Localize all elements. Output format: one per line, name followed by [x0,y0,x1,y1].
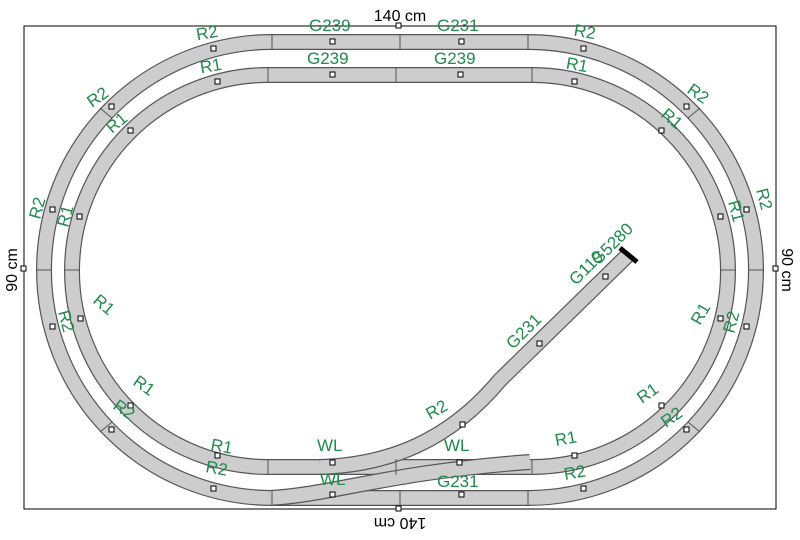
width-label-top: 140 cm [374,8,426,25]
siding-track [319,246,639,475]
buffer-stop [618,246,639,264]
label-bottom-outer-1: R2 [204,457,229,479]
label-left-inner-4: R1 [130,372,159,400]
label-left-outer-3: R2 [54,308,78,334]
label-bottom-outer-3: G231 [437,472,479,491]
label-bottom-inner-1: R1 [209,435,234,457]
label-top-outer-left: R2 [195,22,220,44]
label-bottom-inner-4: R1 [553,427,578,449]
label-right-inner-2: R1 [724,198,748,224]
label-left-outer-2: R2 [26,195,50,221]
label-left-inner-2: R1 [54,203,78,229]
piece-markers [20,22,779,512]
label-top-inner-right: R1 [565,54,590,76]
label-right-outer-2: R2 [752,186,776,212]
label-bottom-inner-2: WL [317,436,343,455]
crossover [269,454,531,506]
label-bottom-outer-2: WL [320,470,346,489]
label-left-inner-3: R1 [89,291,118,320]
label-bottom-outer-4: R2 [562,461,587,483]
height-label-right: 90 cm [778,248,795,292]
height-label-left: 90 cm [4,248,21,292]
label-top-inner-left: R1 [198,55,223,77]
label-right-inner-4: R1 [633,379,662,407]
label-top-inner-3: G239 [434,49,476,68]
baseboard-outline [23,25,777,510]
inner-loop [64,67,736,475]
width-label-bottom: 140 cm [374,514,426,531]
label-right-outer-3: R2 [720,309,744,335]
label-right-inner-3: R1 [687,300,714,328]
label-top-outer-3: G231 [437,16,479,35]
track-joints [36,34,764,506]
label-top-outer-right: R2 [572,21,597,43]
label-top-inner-2: G239 [307,49,349,68]
label-top-outer-2: G239 [309,16,351,35]
label-bottom-inner-3: WL [444,436,470,455]
